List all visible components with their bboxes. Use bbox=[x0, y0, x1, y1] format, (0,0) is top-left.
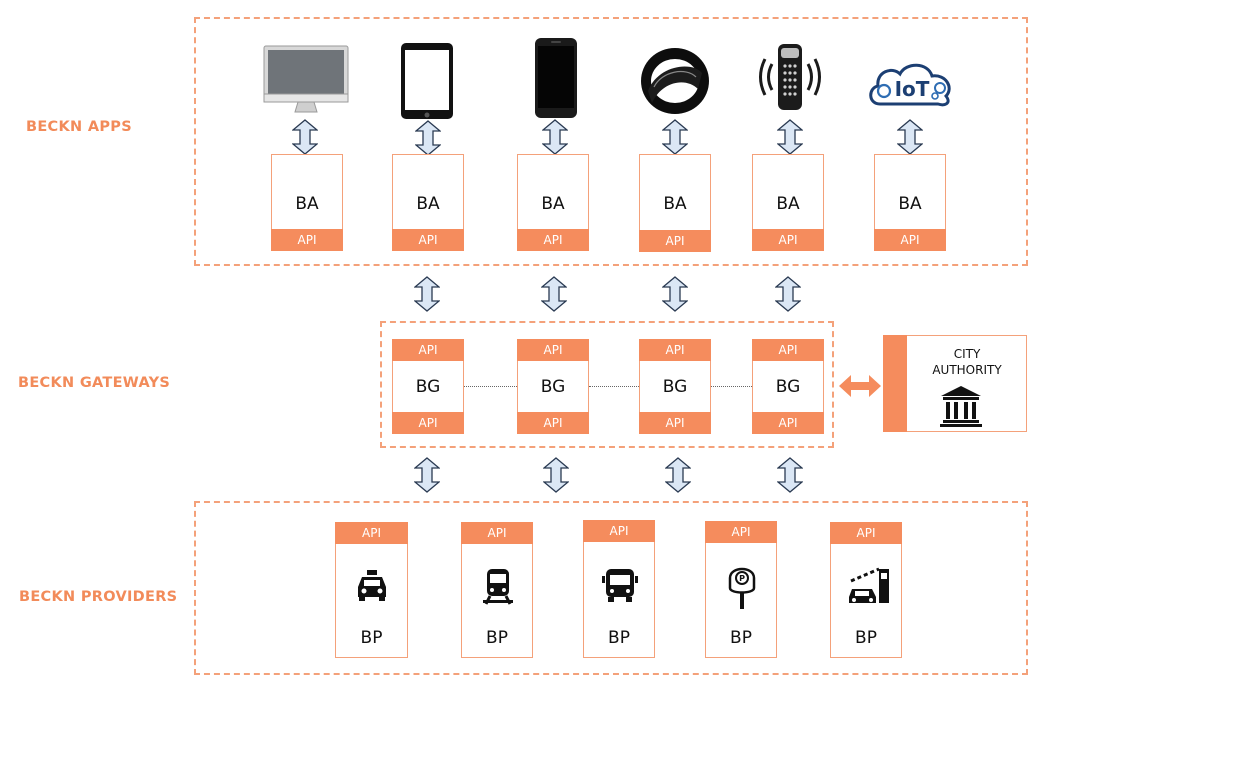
app-node-4: BA API bbox=[639, 154, 711, 252]
app-label: BA bbox=[776, 194, 800, 214]
arrow-device-app-2 bbox=[414, 120, 442, 156]
gateway-api-top: API bbox=[392, 339, 464, 361]
arrow-gateway-city-authority bbox=[838, 373, 882, 399]
provider-api-bar: API bbox=[705, 521, 777, 543]
gateway-label: BG bbox=[662, 377, 688, 397]
iot-cloud-icon: IoT bbox=[866, 58, 954, 110]
gateway-api-bottom: API bbox=[639, 412, 711, 434]
bus-icon bbox=[600, 567, 640, 605]
app-node-2: BA API bbox=[392, 154, 464, 251]
parking-gate-icon bbox=[847, 565, 891, 607]
smart-speaker-icon bbox=[757, 42, 823, 112]
gateways-group bbox=[380, 321, 834, 448]
gateway-node-3: API BG API bbox=[639, 339, 711, 434]
app-node-1: BA API bbox=[271, 154, 343, 251]
arrow-app-gateway-2 bbox=[540, 276, 568, 312]
provider-label: BP bbox=[360, 628, 383, 648]
providers-group bbox=[194, 501, 1028, 675]
app-label: BA bbox=[541, 194, 565, 214]
smart-band-icon bbox=[638, 45, 712, 117]
arrow-gateway-provider-1 bbox=[413, 457, 441, 493]
parking-meter-icon: P bbox=[726, 564, 758, 612]
gateway-connector-1 bbox=[464, 386, 517, 387]
app-api-bar: API bbox=[874, 229, 946, 251]
arrow-device-app-4 bbox=[661, 119, 689, 155]
arrow-device-app-1 bbox=[291, 119, 319, 155]
provider-label: BP bbox=[608, 628, 630, 648]
layer-label-gateways: BECKN GATEWAYS bbox=[18, 375, 171, 391]
provider-label: BP bbox=[486, 628, 508, 648]
app-node-3: BA API bbox=[517, 154, 589, 251]
arrow-gateway-provider-4 bbox=[776, 457, 804, 493]
iot-text: IoT bbox=[895, 77, 930, 101]
gateway-connector-2 bbox=[589, 386, 639, 387]
gateway-label: BG bbox=[540, 377, 566, 397]
layer-label-apps: BECKN APPS bbox=[26, 119, 132, 135]
provider-node-1: API BP bbox=[335, 522, 408, 658]
city-authority-box: CITY AUTHORITY bbox=[883, 335, 1027, 432]
provider-node-2: API BP bbox=[461, 522, 533, 658]
provider-api-bar: API bbox=[830, 522, 902, 544]
provider-api-bar: API bbox=[335, 522, 408, 544]
gateway-node-2: API BG API bbox=[517, 339, 589, 434]
gateway-api-bottom: API bbox=[517, 412, 589, 434]
app-label: BA bbox=[663, 194, 687, 214]
app-label: BA bbox=[898, 194, 922, 214]
arrow-gateway-provider-2 bbox=[542, 457, 570, 493]
provider-node-3: API BP bbox=[583, 520, 655, 658]
app-api-bar: API bbox=[517, 229, 589, 251]
layer-label-providers: BECKN PROVIDERS bbox=[19, 589, 178, 605]
gateway-api-bottom: API bbox=[392, 412, 464, 434]
gateway-api-top: API bbox=[752, 339, 824, 361]
city-authority-line1: CITY bbox=[953, 347, 981, 361]
app-api-bar: API bbox=[392, 229, 464, 251]
app-api-bar: API bbox=[639, 230, 711, 252]
government-building-icon bbox=[939, 384, 983, 428]
provider-label: BP bbox=[855, 628, 877, 648]
gateway-api-bottom: API bbox=[752, 412, 824, 434]
train-icon bbox=[480, 567, 516, 607]
arrow-device-app-3 bbox=[541, 119, 569, 155]
app-api-bar: API bbox=[271, 229, 343, 251]
taxi-icon bbox=[354, 567, 390, 603]
provider-api-bar: API bbox=[461, 522, 533, 544]
arrow-app-gateway-4 bbox=[774, 276, 802, 312]
app-node-5: BA API bbox=[752, 154, 824, 251]
arrow-gateway-provider-3 bbox=[664, 457, 692, 493]
app-node-6: BA API bbox=[874, 154, 946, 251]
gateway-api-top: API bbox=[639, 339, 711, 361]
city-authority-title: CITY AUTHORITY bbox=[908, 346, 1026, 378]
gateway-label: BG bbox=[415, 377, 441, 397]
arrow-device-app-5 bbox=[776, 119, 804, 155]
arrow-app-gateway-1 bbox=[413, 276, 441, 312]
gateway-node-4: API BG API bbox=[752, 339, 824, 434]
smartphone-icon bbox=[533, 37, 579, 119]
gateway-label: BG bbox=[775, 377, 801, 397]
arrow-app-gateway-3 bbox=[661, 276, 689, 312]
gateway-api-top: API bbox=[517, 339, 589, 361]
gateway-node-1: API BG API bbox=[392, 339, 464, 434]
provider-node-4: API P BP bbox=[705, 521, 777, 658]
app-label: BA bbox=[416, 194, 440, 214]
provider-node-5: API BP bbox=[830, 522, 902, 658]
svg-text:P: P bbox=[739, 574, 745, 583]
city-authority-strip bbox=[883, 335, 907, 432]
city-authority-line2: AUTHORITY bbox=[932, 363, 1002, 377]
app-api-bar: API bbox=[752, 229, 824, 251]
arrow-device-app-6 bbox=[896, 119, 924, 155]
desktop-monitor-icon bbox=[262, 44, 350, 116]
tablet-icon bbox=[399, 42, 455, 120]
app-label: BA bbox=[295, 194, 319, 214]
provider-api-bar: API bbox=[583, 520, 655, 542]
gateway-connector-3 bbox=[711, 386, 752, 387]
provider-label: BP bbox=[730, 628, 752, 648]
apps-group bbox=[194, 17, 1028, 266]
